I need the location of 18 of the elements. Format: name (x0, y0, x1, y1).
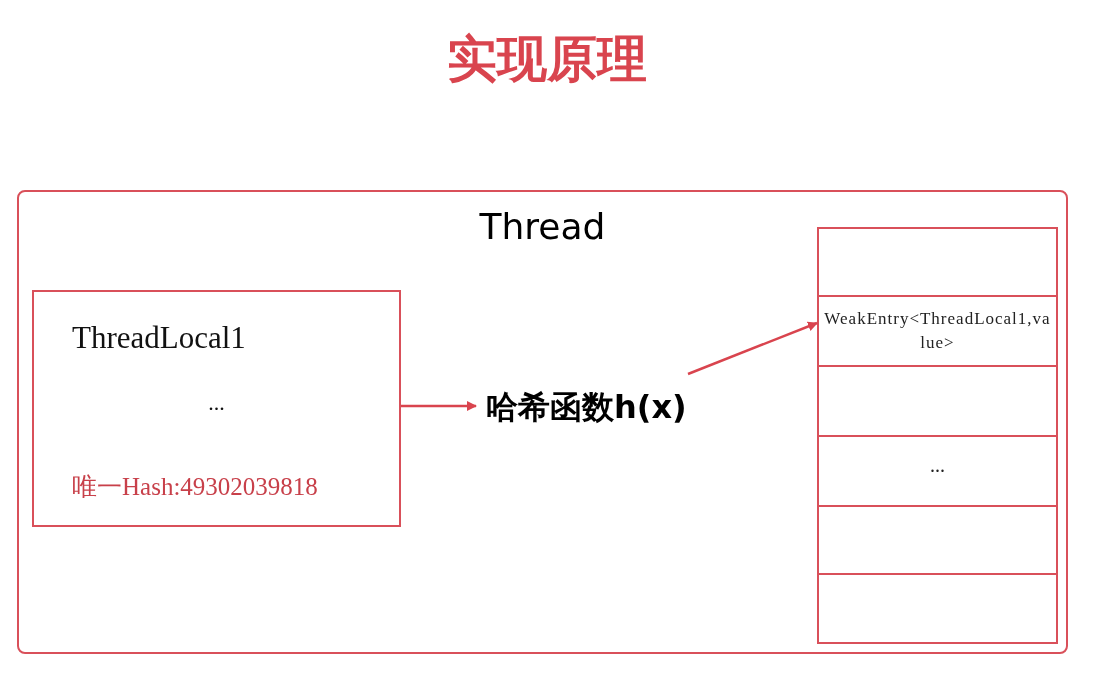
function-label: 哈希函数h(x) (486, 387, 687, 428)
arrow (401, 401, 477, 411)
title: 实现原理 (446, 29, 648, 90)
entry-label: WeakEntry<ThreadLocal1,value> (823, 308, 1052, 354)
ellipsis: ... (929, 453, 946, 477)
table-cell (817, 573, 1058, 644)
class-box (32, 290, 401, 527)
class-name: ThreadLocal1 (72, 320, 246, 356)
ellipsis: ... (207, 390, 226, 416)
table-cell (817, 295, 1058, 367)
table-cell (817, 505, 1058, 575)
thread-container (17, 190, 1068, 654)
container-title: Thread (478, 206, 607, 247)
table-cell (817, 435, 1058, 507)
hash-value: 唯一Hash:49302039818 (72, 472, 318, 502)
table-cell (817, 227, 1058, 297)
arrow (687, 321, 818, 376)
table-cell (817, 365, 1058, 437)
